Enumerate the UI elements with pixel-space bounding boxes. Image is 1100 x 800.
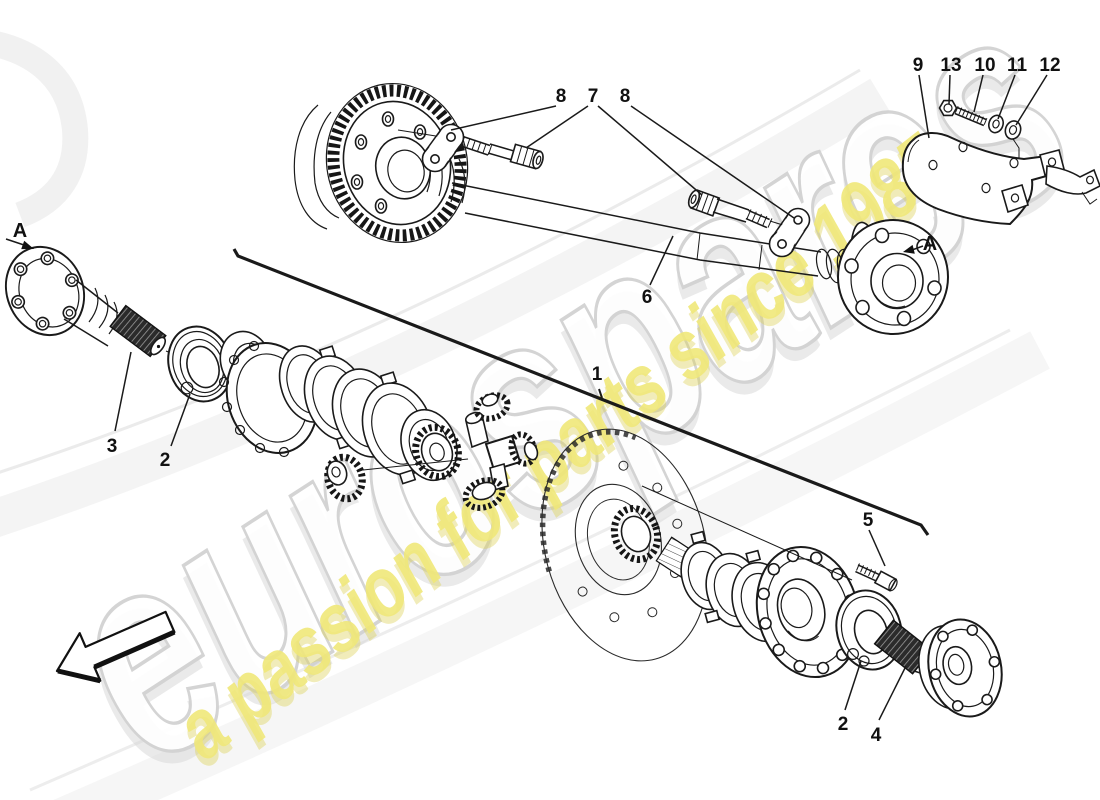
axle-shaft-assembly <box>293 82 949 335</box>
callout-11: 11 <box>1007 55 1028 76</box>
callout-a-left: A <box>13 220 27 242</box>
watermark-swoosh <box>0 31 1050 800</box>
heat-shield-assembly <box>901 99 1100 226</box>
left-output-flange <box>4 245 86 337</box>
assembly-line-1 <box>232 248 930 536</box>
spider-gears <box>324 392 539 511</box>
shield-nut <box>938 99 958 117</box>
right-cv-flange <box>837 219 949 335</box>
socket-bolt-left <box>397 129 544 170</box>
leader-lines <box>114 74 1048 721</box>
callouts: 1 2 2 3 4 5 6 7 8 8 9 10 11 12 13 A A <box>5 55 1061 746</box>
left-stub-axle <box>63 279 179 358</box>
view-a-left-arrow <box>5 238 34 250</box>
callout-10: 10 <box>974 55 995 76</box>
direction-arrow <box>55 610 176 684</box>
callout-5: 5 <box>863 510 874 531</box>
callout-3: 3 <box>107 436 118 457</box>
callout-13: 13 <box>940 55 961 76</box>
callout-1: 1 <box>592 364 603 385</box>
callout-2-bottom: 2 <box>838 714 849 735</box>
callout-8-right: 8 <box>620 86 631 107</box>
link-bracket-left <box>421 123 465 173</box>
callout-8-left: 8 <box>556 86 567 107</box>
shield-washer-11 <box>988 114 1004 134</box>
shield-washer-12 <box>1004 120 1022 159</box>
shield-stud <box>954 106 988 127</box>
right-output-flange <box>918 618 1003 718</box>
callout-7: 7 <box>588 86 599 107</box>
differential-assembly <box>4 245 1003 718</box>
callout-9: 9 <box>913 55 924 76</box>
view-a-right-arrow <box>903 244 924 254</box>
shield-tab-lower <box>1001 184 1029 214</box>
pinion-gear <box>610 505 705 583</box>
link-bracket-right <box>768 207 811 258</box>
socket-bolt-right <box>687 189 787 229</box>
shield-bracket-arm <box>1045 165 1100 195</box>
callout-6: 6 <box>642 287 653 308</box>
callout-4: 4 <box>871 725 882 746</box>
left-cv-joint <box>293 82 469 244</box>
callout-2-left: 2 <box>160 450 171 471</box>
hub-bolt <box>855 563 898 592</box>
callout-a-right: A <box>923 233 937 255</box>
callout-12: 12 <box>1039 55 1060 76</box>
heat-shield-plate <box>901 132 1100 226</box>
crown-wheel <box>539 428 709 662</box>
